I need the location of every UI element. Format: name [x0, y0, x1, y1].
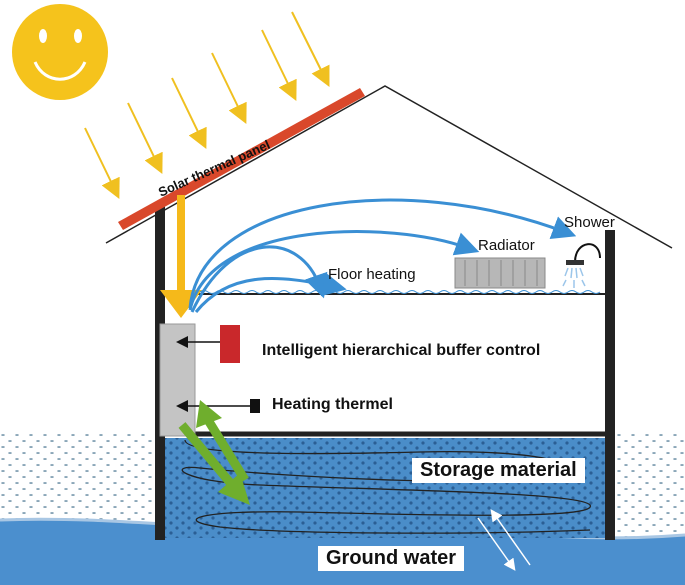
- sun-icon: [12, 4, 108, 100]
- floor-heating-label: Floor heating: [328, 266, 416, 283]
- ground-water-label: Ground water: [318, 546, 465, 571]
- ground-water-arrows: [477, 509, 531, 571]
- heating-thermel-label: Heating thermel: [272, 396, 393, 413]
- radiator-label: Radiator: [478, 237, 535, 254]
- heat-flow-arrow-icon: [160, 195, 202, 318]
- heating-thermel-unit: [250, 399, 260, 413]
- heat-distribution-pipes: [188, 198, 577, 313]
- shower-label: Shower: [564, 214, 615, 231]
- radiator-icon: [454, 257, 546, 289]
- buffer-tank: [159, 323, 196, 437]
- floor-heating-line: [199, 290, 601, 294]
- solar-thermal-panel: [118, 88, 365, 230]
- buffer-control-label: Intelligent hierarchical buffer control: [262, 342, 541, 359]
- buffer-control-unit: [220, 325, 240, 363]
- sun-rays: [84, 11, 330, 200]
- shower-icon: [562, 243, 601, 288]
- storage-exchange-arrows: [178, 400, 250, 505]
- storage-material-label: Storage material: [412, 458, 585, 483]
